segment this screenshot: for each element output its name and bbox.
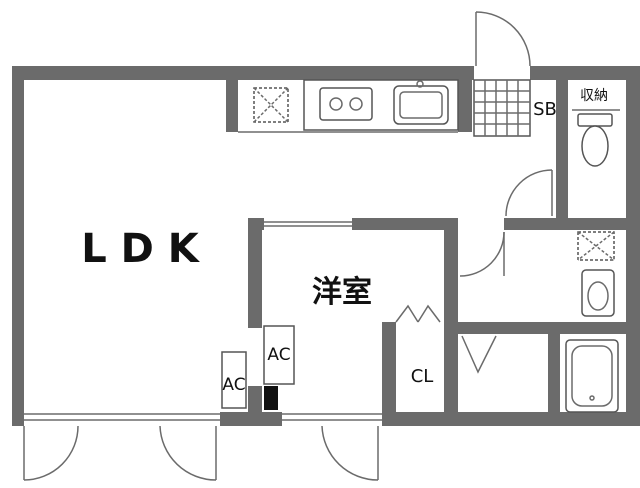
interior-walls: [226, 80, 626, 426]
pipe-shaft: [264, 386, 278, 410]
entrance-door: [475, 11, 531, 67]
ac-label-room: AC: [267, 345, 290, 365]
interior-doors: [23, 169, 553, 481]
laundry: [577, 231, 615, 317]
closet-label: CL: [411, 366, 434, 387]
ac-units: [221, 325, 295, 410]
storage-label: 収納: [580, 88, 608, 104]
bathroom: [565, 339, 619, 413]
ldk-label: L D K: [81, 226, 201, 272]
kitchen: [238, 79, 459, 133]
ac-box-room: [263, 325, 295, 385]
entrance-tiles: [473, 79, 531, 137]
kitchen-sink: [393, 85, 449, 125]
ac-label-ldk: AC: [222, 375, 245, 395]
bathtub: [565, 339, 619, 413]
stove: [319, 87, 373, 121]
toilet-bowl: [581, 125, 609, 167]
toilet-tank: [577, 113, 613, 127]
washbasin: [581, 269, 615, 317]
ac-box-ldk: [221, 351, 247, 409]
sb-label: SB: [533, 99, 557, 120]
western-room-label: 洋室: [312, 275, 372, 310]
toilet: [572, 109, 620, 167]
bottom-windows: [24, 413, 382, 421]
